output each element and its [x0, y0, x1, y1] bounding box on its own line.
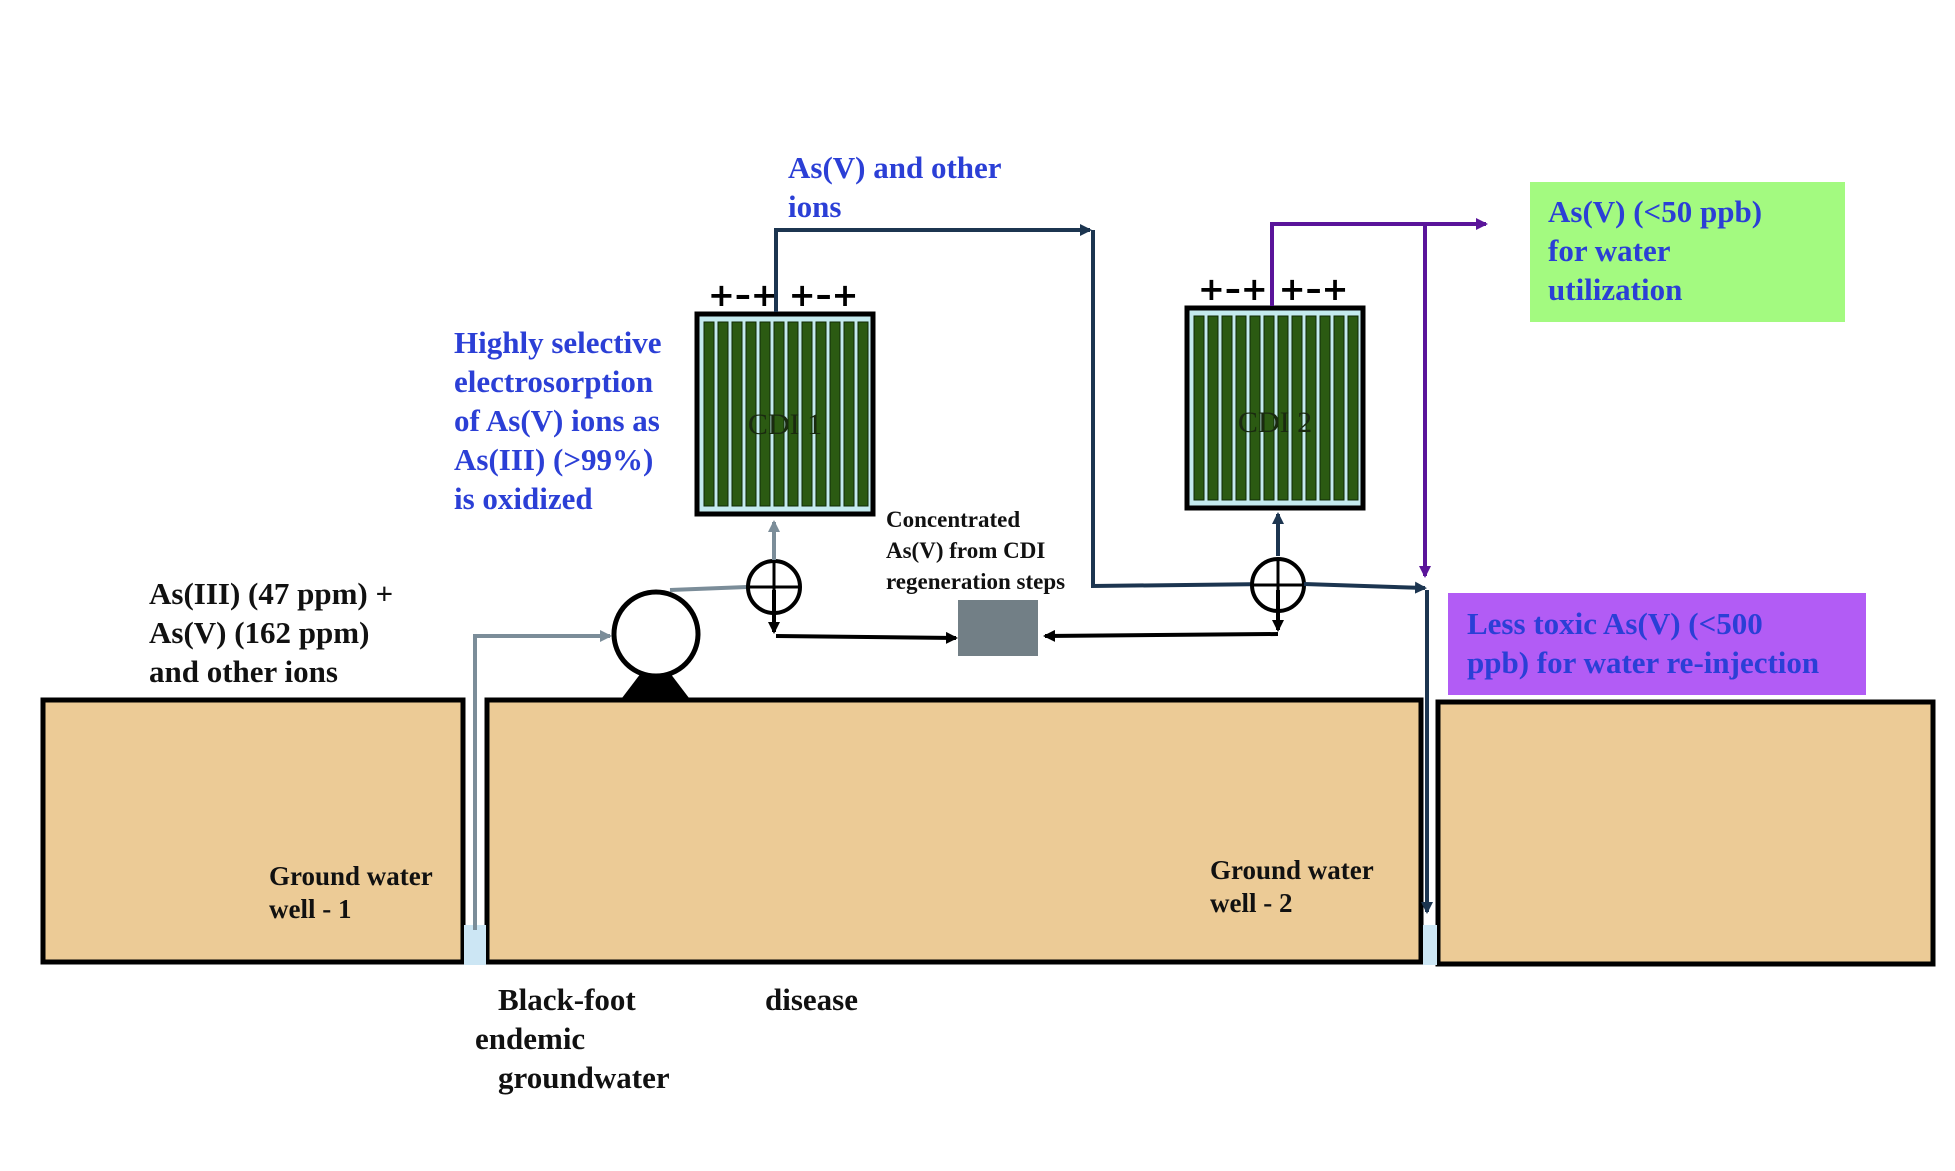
cdi-1-electrode-plate — [731, 321, 743, 507]
disease-label: disease — [765, 982, 858, 1017]
cdi-1-electrode-plate — [773, 321, 785, 507]
cdi-2-electrode-plate — [1249, 315, 1261, 501]
cdi-2-electrode-plate — [1291, 315, 1303, 501]
cdi-2-label: CDI 2 — [1238, 406, 1312, 439]
cdi-2-electrode-plate — [1319, 315, 1331, 501]
endemic-label: endemic — [475, 1021, 586, 1056]
valve-1-to-collector-pipe — [775, 631, 958, 644]
cdi-1-electrode-plate — [745, 321, 757, 507]
cdi-1-electrode-plate — [787, 321, 799, 507]
concentrated-label: Concentrated As(V) from CDI regeneration… — [886, 507, 1066, 594]
cdi-1-electrode-plate — [801, 321, 813, 507]
cdi-2-electrode-plate — [1347, 315, 1359, 501]
as-v-other-ions-label: As(V) and other ions — [788, 150, 1002, 224]
valve-1-icon — [746, 559, 802, 615]
cdi-2-electrode-plate — [1207, 315, 1219, 501]
valve-2-to-collector-pipe — [1043, 629, 1279, 642]
cdi-2-electrode-plate — [1277, 315, 1289, 501]
ground-block-left — [40, 697, 466, 965]
cdi-2-unit: CDI 2 +–+ +–+ — [1184, 270, 1366, 511]
reinjection-label: Less toxic As(V) (<500 ppb) for water re… — [1467, 606, 1820, 680]
cdi-1-outlet-pipe — [774, 224, 1092, 312]
valve-2-to-reinjection-pipe — [1303, 581, 1427, 594]
cdi-2-electrode-plate — [1333, 315, 1345, 501]
feed-pipe — [473, 630, 612, 930]
cdi-2-outlet-pipe — [1270, 218, 1488, 306]
cdi-2-electrode-plate — [1235, 315, 1247, 501]
cdi-2-electrode-plate — [1221, 315, 1233, 501]
blackfoot-label: Black-foot — [498, 982, 636, 1017]
well-2-label: Ground water well - 2 — [1210, 855, 1374, 918]
cdi-1-label: CDI 1 — [748, 408, 822, 441]
cdi-1-to-valve-2-pipe — [1091, 230, 1274, 591]
cdi-1-electrode-plate — [717, 321, 729, 507]
utilization-label: As(V) (<50 ppb) for water utilization — [1548, 194, 1763, 307]
cdi-2-electrode-plate — [1305, 315, 1317, 501]
reinjection-box — [1448, 593, 1866, 695]
cdi-1-electrode-plate — [843, 321, 855, 507]
pump-icon — [611, 589, 701, 698]
electrosorption-label: Highly selective electrosorption of As(V… — [454, 325, 662, 516]
utilization-box — [1530, 182, 1845, 322]
feed-composition-label: As(III) (47 ppm) + As(V) (162 ppm) and o… — [149, 576, 394, 689]
cdi-1-electrode-plate — [759, 321, 771, 507]
concentrate-collector — [958, 600, 1038, 656]
valve-2-icon — [1250, 557, 1306, 613]
ground-block-middle — [484, 697, 1424, 965]
well-1-water — [464, 925, 486, 965]
cdi-1-polarity: +–+ +–+ — [708, 276, 858, 314]
cdi-1-electrode-plate — [829, 321, 841, 507]
groundwater-label: groundwater — [498, 1060, 670, 1095]
cdi-2-electrode-plate — [1193, 315, 1205, 501]
cdi-1-electrode-plate — [703, 321, 715, 507]
cdi-1-electrode-plate — [815, 321, 827, 507]
cdi-2-electrode-plate — [1263, 315, 1275, 501]
well-2-water — [1423, 925, 1437, 965]
ground-block-right — [1435, 699, 1936, 967]
cdi-1-electrode-plate — [857, 321, 869, 507]
well-1-label: Ground water well - 1 — [269, 861, 433, 924]
cdi-1-unit: CDI 1 +–+ +–+ — [694, 276, 876, 517]
